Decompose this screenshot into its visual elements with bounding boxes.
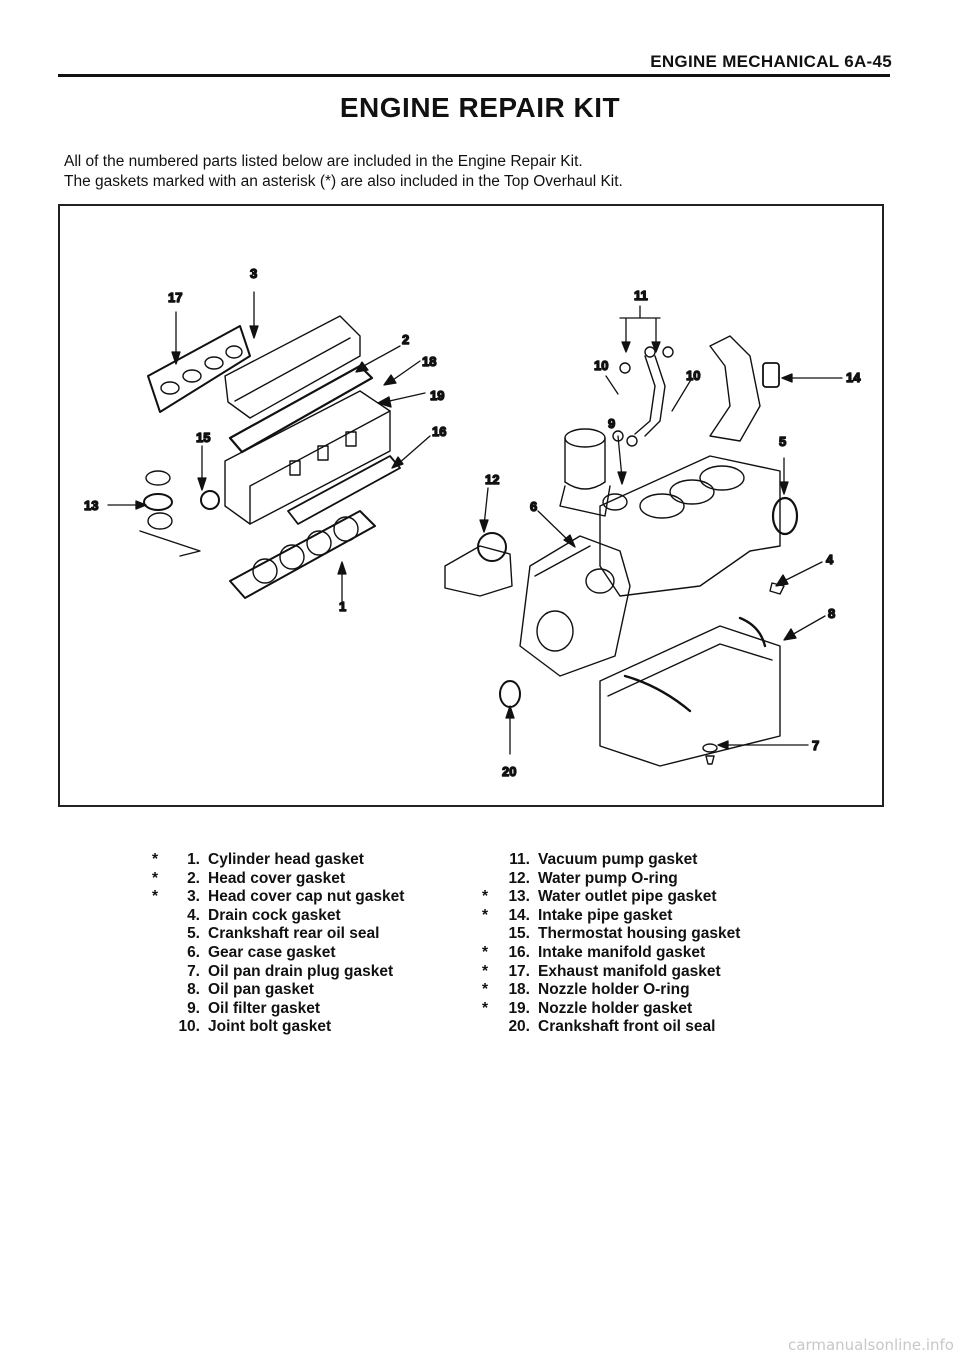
callout-8: 8 — [828, 606, 835, 621]
part-number: 2. — [187, 869, 200, 887]
gear-case-drawing — [519, 535, 631, 677]
callout-10-right: 10 — [686, 368, 700, 383]
part-number: 18. — [508, 981, 530, 999]
exploded-diagram-figure: 1 2 3 4 5 6 7 8 9 10 10 11 12 13 14 15 1… — [58, 204, 884, 807]
part-name: Head cover cap nut gasket — [208, 888, 405, 906]
part-name: Crankshaft front oil seal — [538, 1018, 716, 1036]
part-name: Head cover gasket — [208, 869, 345, 887]
callout-18: 18 — [422, 354, 436, 369]
rear-oil-seal-drawing — [771, 496, 799, 536]
part-name: Intake pipe gasket — [538, 906, 673, 924]
part-number: 13. — [508, 888, 530, 906]
callout-16: 16 — [432, 424, 446, 439]
callout-12: 12 — [485, 472, 499, 487]
exploded-diagram-drawing: 1 2 3 4 5 6 7 8 9 10 10 11 12 13 14 15 1… — [83, 265, 862, 779]
page-title: ENGINE REPAIR KIT — [339, 92, 621, 123]
head-cover-gasket-drawing — [228, 364, 374, 454]
engine-block-drawing — [599, 455, 781, 597]
intro-line-2: The gaskets marked with an asterisk (*) … — [64, 173, 623, 190]
callout-17: 17 — [168, 290, 182, 305]
part-name: Drain cock gasket — [208, 906, 341, 924]
part-number: 15. — [508, 925, 530, 943]
running-header: ENGINE MECHANICAL 6A-45 — [650, 52, 892, 71]
water-outlet-gaskets-drawing — [139, 470, 220, 557]
part-number: 1. — [187, 851, 200, 868]
part-number: 4. — [187, 906, 200, 924]
callout-14: 14 — [846, 370, 861, 385]
callout-11: 11 — [634, 288, 648, 303]
part-number: 7. — [187, 962, 200, 980]
water-pump-drawing — [444, 532, 513, 597]
part-name: Gear case gasket — [208, 943, 336, 961]
callout-1: 1 — [339, 599, 346, 614]
part-name: Oil pan gasket — [208, 981, 314, 999]
asterisk-mark: * — [481, 981, 489, 999]
asterisk-mark: * — [481, 888, 489, 906]
callout-3: 3 — [250, 266, 257, 281]
asterisk-mark: * — [481, 962, 489, 980]
callout-10-left: 10 — [594, 358, 608, 373]
part-name: Oil pan drain plug gasket — [208, 962, 394, 980]
asterisk-mark: * — [481, 999, 489, 1017]
part-number: 8. — [187, 981, 200, 999]
header-rule — [58, 74, 890, 77]
part-name: Water outlet pipe gasket — [538, 888, 717, 906]
part-number: 5. — [187, 925, 200, 943]
callout-7: 7 — [812, 738, 819, 753]
oil-pan-drawing — [599, 616, 781, 767]
callout-20: 20 — [502, 764, 516, 779]
part-number: 9. — [187, 999, 200, 1017]
part-number: 6. — [187, 943, 200, 961]
part-name: Cylinder head gasket — [208, 851, 364, 868]
cylinder-head-drawing — [224, 390, 391, 525]
part-name: Nozzle holder gasket — [538, 999, 693, 1017]
part-number: 16. — [508, 943, 530, 961]
part-number: 20. — [508, 1018, 530, 1036]
head-cover-drawing — [224, 315, 361, 419]
callout-13: 13 — [84, 498, 98, 513]
asterisk-mark: * — [151, 851, 159, 868]
part-name: Crankshaft rear oil seal — [208, 925, 380, 943]
asterisk-mark: * — [151, 869, 159, 887]
part-number: 3. — [187, 888, 200, 906]
vacuum-pipe-drawing — [612, 346, 674, 447]
callout-15: 15 — [196, 430, 210, 445]
part-name: Thermostat housing gasket — [538, 925, 741, 943]
intake-pipe-drawing — [709, 335, 780, 442]
part-number: 17. — [508, 962, 530, 980]
front-oil-seal-drawing — [499, 680, 521, 708]
part-name: Exhaust manifold gasket — [538, 962, 721, 980]
callout-6: 6 — [530, 499, 537, 514]
part-name: Vacuum pump gasket — [538, 851, 698, 868]
part-number: 14. — [508, 906, 530, 924]
asterisk-mark: * — [481, 943, 489, 961]
drain-plug-drawing — [702, 743, 718, 765]
asterisk-mark: * — [481, 906, 489, 924]
part-name: Joint bolt gasket — [208, 1018, 332, 1036]
part-number: 19. — [508, 999, 530, 1017]
part-name: Oil filter gasket — [208, 999, 320, 1017]
part-name: Nozzle holder O-ring — [538, 981, 690, 999]
callout-4: 4 — [826, 552, 834, 567]
part-number: 12. — [508, 869, 530, 887]
intro-line-1: All of the numbered parts listed below a… — [64, 153, 583, 170]
intake-manifold-gasket-drawing — [287, 455, 401, 525]
part-number: 10. — [178, 1018, 200, 1036]
intro-text: All of the numbered parts listed below a… — [64, 152, 623, 192]
callout-5: 5 — [779, 434, 786, 449]
callout-19: 19 — [430, 388, 444, 403]
watermark: carmanualsonline.info — [788, 1336, 954, 1354]
leader-lines — [107, 291, 843, 755]
callout-2: 2 — [402, 332, 409, 347]
exhaust-manifold-gasket-drawing — [147, 325, 251, 413]
part-number: 11. — [509, 851, 530, 868]
cylinder-head-gasket-drawing — [229, 510, 376, 599]
oil-filter-drawing — [559, 428, 628, 517]
asterisk-mark: * — [151, 888, 159, 906]
callout-9: 9 — [608, 416, 615, 431]
part-name: Intake manifold gasket — [538, 943, 706, 961]
part-name: Water pump O-ring — [538, 869, 678, 887]
